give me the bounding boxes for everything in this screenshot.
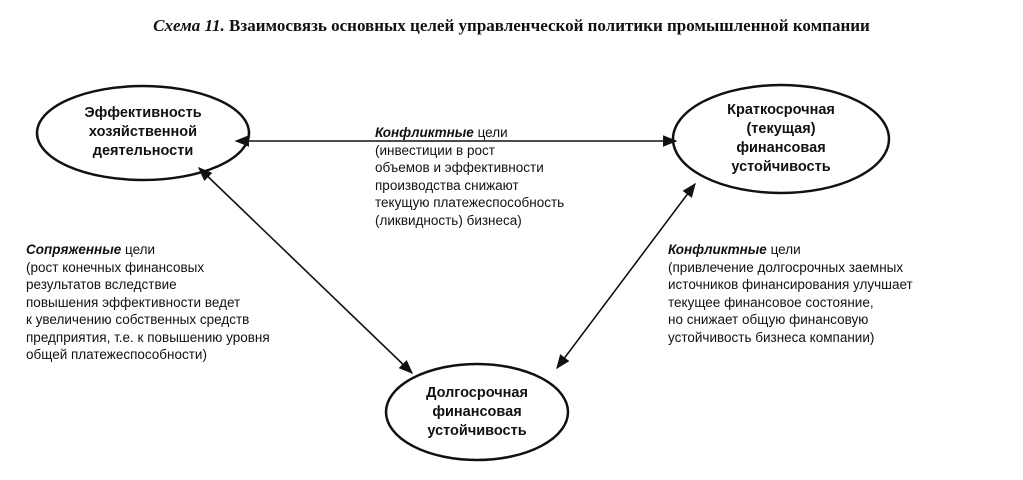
node-efficiency-ellipse <box>35 84 251 182</box>
note-line: (рост конечных финансовых <box>26 259 205 275</box>
note-heading-rest: цели <box>766 242 801 257</box>
note-line: общей платежеспособности) <box>26 347 207 362</box>
note-line: производства снижают <box>375 177 519 193</box>
node-efficiency-line: деятельности <box>92 143 194 159</box>
node-short-term: Краткосрочная (текущая) финансовая устой… <box>686 101 876 177</box>
note-line: текущую платежеспособность <box>375 195 565 210</box>
note-line: (привлечение долгосрочных заемных <box>668 259 904 275</box>
diagram-title: Схема 11. Взаимосвязь основных целей упр… <box>0 16 1023 36</box>
node-short-term-line: Краткосрочная <box>727 102 835 118</box>
diagram-title-text: Взаимосвязь основных целей управленческо… <box>229 16 870 35</box>
note-line: повышения эффективности ведет <box>26 294 241 310</box>
node-short-term-line: (текущая) <box>746 121 816 137</box>
note-line: к увеличению собственных средств <box>26 312 250 327</box>
note-line: предприятия, т.е. к повышению уровня <box>26 329 270 345</box>
node-long-term-ellipse <box>384 362 570 462</box>
node-short-term-line: устойчивость <box>731 159 831 175</box>
diagram-number: Схема 11. <box>153 16 225 35</box>
node-efficiency-line: Эффективность <box>84 105 202 121</box>
node-short-term-line: финансовая <box>736 140 826 156</box>
node-long-term-line: Долгосрочная <box>426 385 528 401</box>
note-heading: Сопряженные цели <box>26 241 270 259</box>
note-keyword: Сопряженные <box>26 242 122 257</box>
note-line: устойчивость бизнеса компании) <box>668 329 875 345</box>
note-line: объемов и эффективности <box>375 160 544 175</box>
node-long-term-line: финансовая <box>432 404 522 420</box>
arrow-efficiency-long-term <box>197 167 414 374</box>
note-line: источников финансирования улучшает <box>668 277 913 292</box>
note-line: (ликвидность) бизнеса) <box>375 212 522 228</box>
node-efficiency: Эффективность хозяйственной деятельности <box>48 104 238 161</box>
note-heading: Конфликтные цели <box>375 124 564 142</box>
note-keyword: Конфликтные <box>375 125 474 140</box>
note-line: но снижает общую финансовую <box>668 312 869 327</box>
note-left-linked: Сопряженные цели (рост конечных финансов… <box>26 241 270 364</box>
note-heading-rest: цели <box>121 242 156 257</box>
arrow-short-term-long-term <box>556 182 696 370</box>
note-line: результатов вследствие <box>26 277 177 292</box>
note-line: текущее финансовое состояние, <box>668 294 874 310</box>
note-top-conflict: Конфликтные цели (инвестиции в рост объе… <box>375 124 564 229</box>
node-long-term: Долгосрочная финансовая устойчивость <box>392 384 562 441</box>
node-efficiency-line: хозяйственной <box>88 124 198 140</box>
note-right-conflict: Конфликтные цели (привлечение долгосрочн… <box>668 241 913 346</box>
note-line: (инвестиции в рост <box>375 142 495 158</box>
note-keyword: Конфликтные <box>668 242 767 257</box>
node-long-term-line: устойчивость <box>427 423 527 439</box>
note-heading-rest: цели <box>473 125 508 140</box>
note-heading: Конфликтные цели <box>668 241 913 259</box>
